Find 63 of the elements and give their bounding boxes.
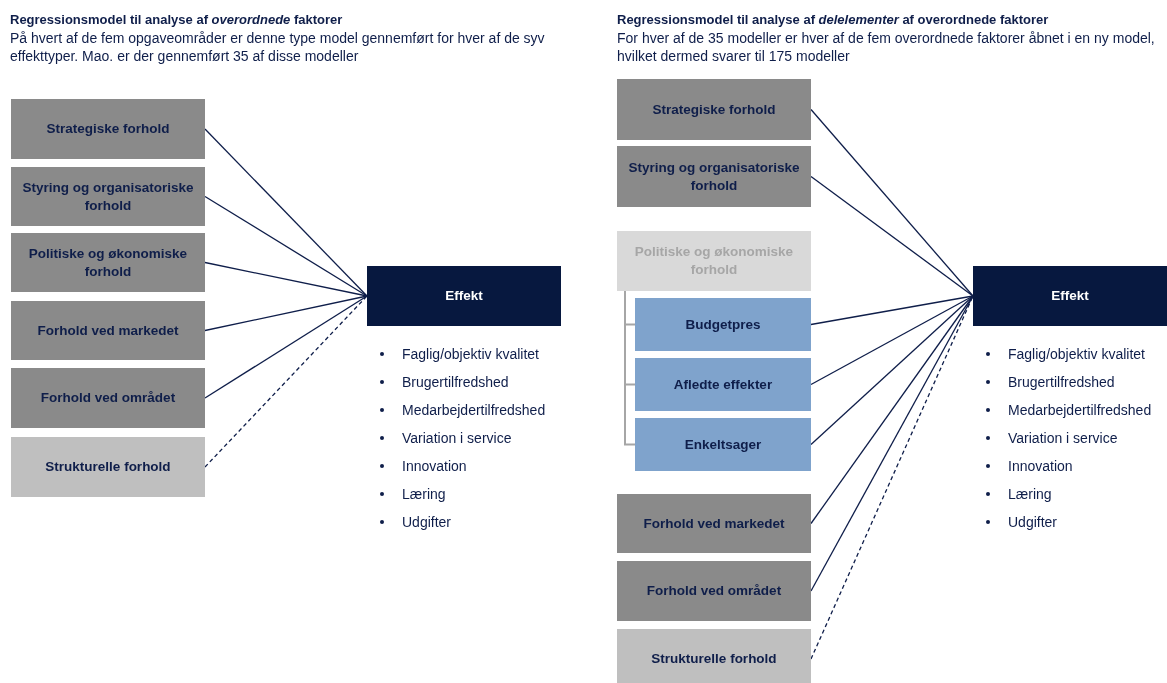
factor-box — [617, 146, 811, 207]
factor-box — [617, 79, 811, 140]
box-label: Strategiske forhold — [46, 120, 170, 138]
bullet-item: Medarbejdertilfredshed — [378, 396, 546, 424]
box-label: Enkeltsager — [684, 435, 762, 454]
bullet-item: Variation i service — [378, 424, 546, 452]
connector-line — [810, 295, 974, 326]
connector-line — [810, 175, 974, 297]
box-label: Effekt — [1051, 287, 1089, 305]
connector-line — [810, 108, 974, 297]
bullet-item: Læring — [984, 480, 1152, 508]
factor-box — [11, 167, 205, 226]
bullet-item: Læring — [378, 480, 546, 508]
bullet-item: Brugertilfredshed — [984, 368, 1152, 396]
box-label: Politiske og økonomiske forhold — [27, 244, 189, 281]
bracket-line — [624, 290, 636, 446]
bullet-item: Udgifter — [378, 508, 546, 536]
box-label: Forhold ved området — [646, 582, 782, 600]
factor-box — [11, 233, 205, 292]
outcome-box — [367, 266, 561, 326]
connector-line — [204, 295, 368, 399]
bullet-item: Medarbejdertilfredshed — [984, 396, 1152, 424]
factor-box — [617, 494, 811, 553]
subfactor-box — [635, 418, 811, 471]
box-label: Afledte effekter — [673, 375, 773, 394]
connector-line — [204, 128, 368, 297]
box-label: Forhold ved området — [40, 389, 176, 407]
factor-box — [11, 99, 205, 159]
factor-box — [11, 368, 205, 428]
subfactor-box — [635, 358, 811, 411]
connector-line — [810, 295, 974, 525]
bullet-item: Innovation — [984, 452, 1152, 480]
panel-description: På hvert af de fem opgaveområder er denne type model gennemført for hver af de syv effekttyper. Mao. er der gennemført 35 af disse modeller — [10, 29, 546, 65]
connector-line — [204, 295, 368, 332]
factor-box — [11, 437, 205, 497]
bullet-item: Faglig/objektiv kvalitet — [984, 340, 1152, 368]
panel-description: For hver af de 35 modeller er hver af de fem overordnede faktorer åbnet i en ny model, hvilket dermed svarer til 175 modeller — [617, 29, 1156, 65]
connector-line — [204, 295, 368, 468]
connector-line — [204, 195, 368, 297]
panel-heading: Regressionsmodel til analyse af overordnede faktorer — [10, 12, 344, 27]
panel-heading: Regressionsmodel til analyse af delelementer af overordnede faktorer — [617, 12, 1050, 27]
factor-group-box — [617, 231, 811, 291]
factor-box — [617, 561, 811, 621]
bullet-item: Innovation — [378, 452, 546, 480]
bullet-item: Faglig/objektiv kvalitet — [378, 340, 546, 368]
box-label: Forhold ved markedet — [643, 514, 785, 533]
box-label: Forhold ved markedet — [37, 321, 179, 340]
subfactor-box — [635, 298, 811, 351]
box-label: Strukturelle forhold — [651, 650, 777, 668]
box-label: Budgetpres — [685, 315, 761, 334]
connector-line — [204, 261, 368, 297]
bullet-item: Udgifter — [984, 508, 1152, 536]
box-label: Strategiske forhold — [652, 100, 776, 119]
box-label: Strukturelle forhold — [45, 458, 171, 476]
factor-box — [11, 301, 205, 360]
box-label: Effekt — [445, 287, 483, 305]
connector-line — [810, 295, 974, 446]
box-label: Styring og organisatoriske forhold — [627, 158, 801, 195]
bullet-item: Variation i service — [984, 424, 1152, 452]
outcome-box — [973, 266, 1167, 326]
bullet-item: Brugertilfredshed — [378, 368, 546, 396]
factor-box — [617, 629, 811, 683]
box-label: Styring og organisatoriske forhold — [21, 178, 195, 215]
